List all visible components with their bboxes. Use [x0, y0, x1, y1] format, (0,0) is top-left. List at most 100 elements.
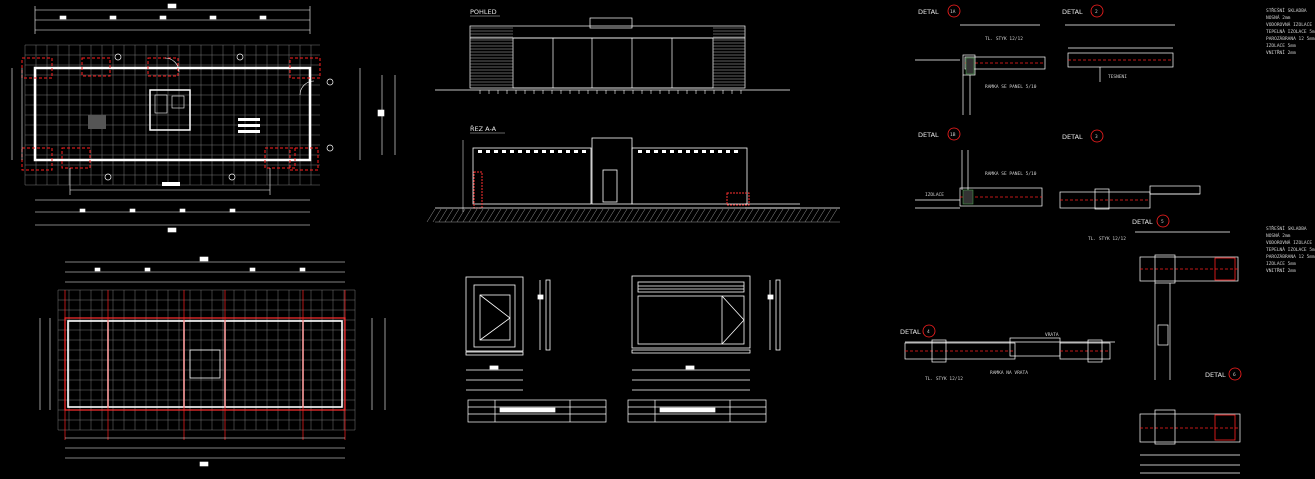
- ground-hatch-line: [732, 208, 742, 223]
- ground-hatch-line: [468, 208, 478, 223]
- detail-4-annotation-ramka: RAMKA NA VRATA: [990, 370, 1028, 376]
- ground-hatch-line: [594, 208, 604, 223]
- foundation-dimension-lines-bottom: [65, 437, 345, 467]
- ground-hatch-line: [786, 208, 796, 223]
- ground-hatch-line: [792, 208, 802, 223]
- detail-3: DETAL 3 TL. STYK 12/12: [1059, 129, 1201, 242]
- ground-hatch-line: [450, 208, 460, 223]
- roof-dash: [558, 150, 562, 153]
- roof-dash: [694, 150, 698, 153]
- ground-hatch-line: [636, 208, 646, 223]
- section-ground-hatch: [426, 208, 840, 223]
- ground-hatch-line: [654, 208, 664, 223]
- detail-2-marker: 2: [1095, 9, 1098, 15]
- ground-hatch-line: [720, 208, 730, 223]
- ground-hatch-line: [828, 208, 838, 223]
- legend-line: PAROZÁBRANA 12 5mm: [1266, 35, 1315, 42]
- ground-hatch-line: [516, 208, 526, 223]
- ground-hatch-line: [588, 208, 598, 223]
- ground-hatch-line: [618, 208, 628, 223]
- roof-dash: [734, 150, 738, 153]
- legend-line: TEPELNÁ IZOLACE 5mm: [1266, 28, 1315, 35]
- ground-hatch-line: [774, 208, 784, 223]
- roof-dash: [502, 150, 506, 153]
- roof-dash: [710, 150, 714, 153]
- legend-line: STŘEŠNÍ SKLADBA: [1266, 6, 1307, 14]
- ground-hatch-line: [744, 208, 754, 223]
- detail-5: DETAL 5: [1132, 214, 1239, 380]
- legend-line: VODOROVNÁ IZOLACE 5mm: [1266, 21, 1315, 28]
- roof-dash: [702, 150, 706, 153]
- ground-hatch-line: [750, 208, 760, 223]
- ground-hatch-line: [780, 208, 790, 223]
- plan-dimension-lines-top: [34, 3, 311, 34]
- detail-4-annotation-styk: TL. STYK 12/12: [925, 376, 963, 382]
- detail-6: DETAL 6: [1139, 367, 1242, 474]
- roof-dash: [550, 150, 554, 153]
- roof-dash: [574, 150, 578, 153]
- ground-hatch-line: [630, 208, 640, 223]
- legend-line: STŘEŠNÍ SKLADBA: [1266, 224, 1307, 232]
- detail-3-label: DETAL: [1062, 133, 1083, 141]
- detail-4-label: DETAL: [900, 328, 921, 336]
- ground-hatch-line: [522, 208, 532, 223]
- roof-dash: [478, 150, 482, 153]
- ground-hatch-line: [606, 208, 616, 223]
- foundation-grid: [57, 289, 356, 431]
- legend-line: NOSNÁ 2mm: [1266, 14, 1291, 21]
- ground-hatch-line: [672, 208, 682, 223]
- ground-hatch-line: [480, 208, 490, 223]
- roof-dash: [678, 150, 682, 153]
- detail-4-annotation-vrata: VRATA: [1045, 332, 1059, 338]
- ground-hatch-line: [474, 208, 484, 223]
- ground-hatch-line: [462, 208, 472, 223]
- plan-door-swings: [164, 57, 315, 96]
- roof-dash: [542, 150, 546, 153]
- ground-hatch-line: [660, 208, 670, 223]
- detail-2-annotation: TESNENI: [1108, 74, 1127, 80]
- floor-plan: [11, 3, 396, 233]
- ground-hatch-line: [648, 208, 658, 223]
- legend-line: VNITŘNÍ 2mm: [1266, 266, 1296, 274]
- ground-hatch-line: [810, 208, 820, 223]
- front-view-label: POHLED: [470, 8, 497, 16]
- ground-hatch-line: [570, 208, 580, 223]
- roof-dash: [582, 150, 586, 153]
- ground-hatch-line: [624, 208, 634, 223]
- window-door-schedule: [465, 275, 781, 423]
- ground-hatch-line: [498, 208, 508, 223]
- ground-hatch-line: [528, 208, 538, 223]
- ground-hatch-line: [816, 208, 826, 223]
- roof-dash: [534, 150, 538, 153]
- foundation-red-axes: [64, 290, 346, 440]
- detail-5-label: DETAL: [1132, 218, 1153, 226]
- roof-dash: [494, 150, 498, 153]
- legend-line: VNITŘNÍ 2mm: [1266, 48, 1296, 56]
- ground-hatch-line: [708, 208, 718, 223]
- ground-hatch-line: [582, 208, 592, 223]
- ground-hatch-line: [546, 208, 556, 223]
- ground-hatch-line: [756, 208, 766, 223]
- roof-dash: [662, 150, 666, 153]
- ground-hatch-line: [612, 208, 622, 223]
- detail-1b-label: DETAL: [918, 131, 939, 139]
- detail-1a-annotation-styk: TL. STYK 12/12: [985, 36, 1023, 42]
- ground-hatch-line: [456, 208, 466, 223]
- detail-1a-label: DETAL: [918, 8, 939, 16]
- detail-3-marker: 3: [1095, 134, 1098, 140]
- foundation-dimension-lines-top: [65, 256, 345, 283]
- roof-dash: [726, 150, 730, 153]
- ground-hatch-line: [426, 208, 436, 223]
- roof-dash: [670, 150, 674, 153]
- ground-hatch-line: [576, 208, 586, 223]
- foundation-dimension-lines-side: [39, 318, 386, 410]
- ground-hatch-line: [684, 208, 694, 223]
- foundation-inner-walls: [67, 320, 343, 408]
- plan-axis-markers: [104, 53, 334, 181]
- legend-line: VODOROVNÁ IZOLACE 5mm: [1266, 239, 1315, 246]
- ground-hatch-line: [690, 208, 700, 223]
- detail-1a-annotation-ramka: RAMKA SE PANEL 5/10: [985, 84, 1037, 90]
